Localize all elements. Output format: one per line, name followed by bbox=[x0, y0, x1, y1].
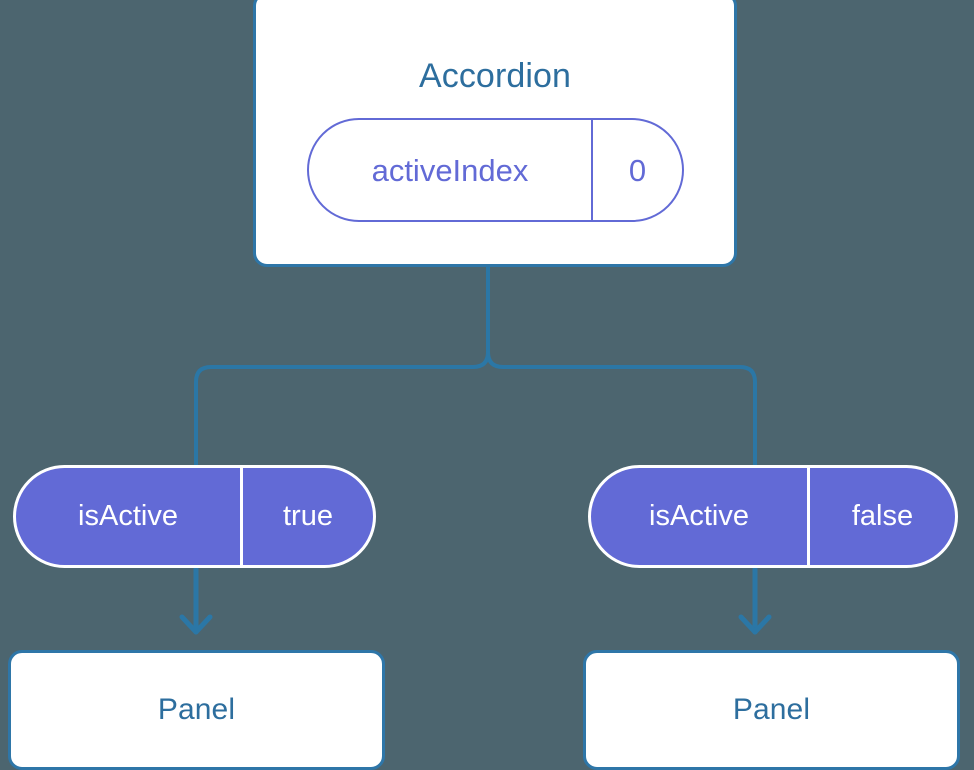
prop-value-label-left: true bbox=[240, 468, 373, 565]
prop-badge-is-active-false[interactable]: isActive false bbox=[588, 465, 958, 568]
connector-branch-right bbox=[486, 350, 757, 467]
prop-key-label-right: isActive bbox=[649, 500, 749, 532]
panel-component-card-left[interactable]: Panel bbox=[8, 650, 385, 770]
down-arrow-icon-left bbox=[179, 614, 213, 635]
panel-title-left: Panel bbox=[157, 693, 236, 726]
connector-branch-left bbox=[194, 350, 490, 467]
panel-title-right: Panel bbox=[732, 693, 811, 726]
accordion-title: Accordion bbox=[418, 57, 572, 95]
prop-key-label-left: isActive bbox=[78, 500, 178, 532]
down-arrow-icon-right bbox=[738, 614, 772, 635]
prop-value-label-right: false bbox=[807, 468, 955, 565]
prop-badge-is-active-true[interactable]: isActive true bbox=[13, 465, 376, 568]
state-value-label: 0 bbox=[591, 120, 682, 220]
state-badge-active-index[interactable]: activeIndex 0 bbox=[307, 118, 684, 222]
state-key-label: activeIndex bbox=[371, 152, 529, 188]
panel-component-card-right[interactable]: Panel bbox=[583, 650, 960, 770]
